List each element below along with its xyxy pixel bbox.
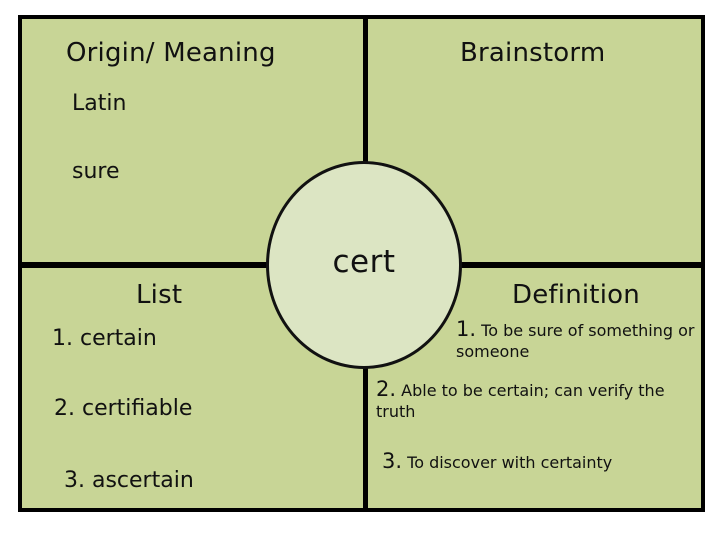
quadrant-origin-meaning[interactable]: Origin/ Meaning Latin sure [22, 19, 363, 262]
vocabulary-graphic-organizer: Origin/ Meaning Latin sure Brainstorm Li… [18, 15, 705, 512]
definition-text: Able to be certain; can verify the truth [376, 381, 665, 422]
origin-entry-meaning: sure [72, 159, 120, 184]
definition-item: 3. To discover with certainty [382, 448, 682, 474]
list-item: 1. certain [52, 326, 157, 351]
definition-item: 2. Able to be certain; can verify the tr… [376, 376, 676, 422]
definition-text: To discover with certainty [407, 453, 613, 472]
quadrant-heading-origin-meaning: Origin/ Meaning [66, 38, 276, 68]
definition-number: 2. [376, 377, 397, 401]
quadrant-definition[interactable]: Definition 1. To be sure of something or… [368, 268, 701, 508]
origin-entry-language: Latin [72, 91, 127, 116]
list-item: 2. certifiable [54, 396, 193, 421]
quadrant-heading-list: List [136, 280, 183, 310]
list-item: 3. ascertain [64, 468, 194, 493]
quadrant-brainstorm[interactable]: Brainstorm [368, 19, 701, 262]
quadrant-heading-brainstorm: Brainstorm [460, 38, 606, 68]
definition-number: 3. [382, 449, 403, 473]
center-word-circle[interactable]: cert [266, 161, 462, 369]
definition-item: 1. To be sure of something or someone [456, 316, 696, 362]
center-root-word: cert [332, 244, 396, 280]
definition-number: 1. [456, 317, 477, 341]
definition-text: To be sure of something or someone [456, 321, 695, 362]
quadrant-heading-definition: Definition [512, 280, 640, 310]
quadrant-list[interactable]: List 1. certain 2. certifiable 3. ascert… [22, 268, 363, 508]
